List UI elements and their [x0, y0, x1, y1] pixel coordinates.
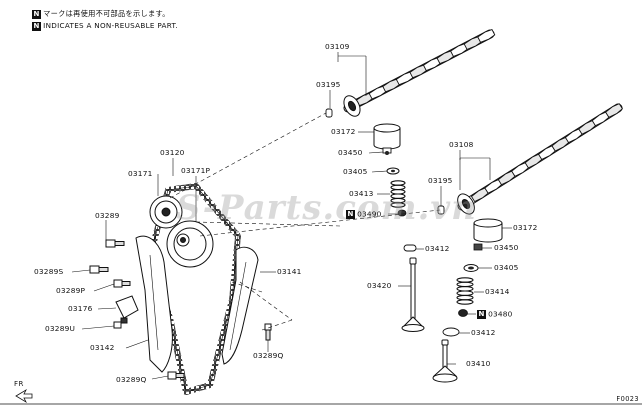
camshaft-03109: [343, 29, 496, 117]
callout-03289[interactable]: 03289: [95, 211, 120, 220]
callout-03171p[interactable]: 03171P: [181, 166, 211, 175]
callout-03413[interactable]: 03413: [349, 189, 374, 198]
bolt-03289: [105, 239, 125, 248]
valve-keeper-03412-b: [442, 327, 460, 337]
front-direction-arrow: [15, 388, 33, 404]
callout-03176[interactable]: 03176: [68, 304, 93, 313]
stem-seal-03450-a: [382, 147, 392, 155]
spring-coil: [390, 180, 406, 186]
bolt-03289u: [113, 321, 122, 329]
spring-coil: [456, 299, 474, 305]
legend-english-text: INDICATES A NON-REUSABLE PART.: [43, 21, 178, 30]
callout-03412-a[interactable]: 03412: [425, 244, 450, 253]
valve-keeper-03412-a: [403, 244, 417, 252]
callout-03405-a[interactable]: 03405: [343, 167, 368, 176]
camshaft-03108: [457, 103, 623, 215]
chain-tensioner-03176: [115, 295, 139, 324]
spring-coil: [456, 294, 474, 301]
cam-lobe: [605, 103, 623, 118]
bolt-03289q-b: [167, 371, 185, 380]
assembly-dashed-lines: [169, 112, 441, 331]
valve-03420: [401, 257, 425, 332]
callout-03410[interactable]: 03410: [466, 359, 491, 368]
bolt-03289q-a: [264, 323, 272, 341]
non-reusable-badge: N: [32, 9, 42, 19]
non-reusable-badge: N: [477, 310, 487, 319]
callout-03420[interactable]: 03420: [367, 281, 392, 290]
callout-03412-b[interactable]: 03412: [471, 328, 496, 337]
callout-03171[interactable]: 03171: [128, 169, 153, 178]
cam-phaser-03171p: [166, 220, 214, 268]
callout-03195-a[interactable]: 03195: [316, 80, 341, 89]
callout-03172-b[interactable]: 03172: [513, 223, 538, 232]
valve-lifter-03172-b: [473, 218, 503, 243]
callout-03405-b[interactable]: 03405: [494, 263, 519, 272]
watermark: S-Parts.com.vn: [176, 188, 477, 228]
seat-03490: [397, 209, 407, 217]
tensioner-arm-03141: [221, 246, 259, 365]
callout-03289q-b[interactable]: 03289Q: [116, 375, 147, 384]
callout-03480-text: 03480: [488, 309, 513, 319]
spring-coil: [456, 281, 474, 288]
non-reusable-badge: N: [346, 210, 356, 219]
callout-03289u[interactable]: 03289U: [45, 324, 76, 333]
leader-lines: [71, 52, 512, 380]
spring-coil: [456, 277, 474, 283]
non-reusable-badge: N: [32, 21, 42, 31]
callout-03289s[interactable]: 03289S: [34, 267, 64, 276]
cam-lobe: [477, 29, 496, 43]
callout-03450-a[interactable]: 03450: [338, 148, 363, 157]
callout-03289q-a[interactable]: 03289Q: [253, 351, 284, 360]
chain-guide-03142: [135, 235, 173, 373]
valve-spring-03414: [456, 277, 474, 305]
front-label: FR: [14, 380, 24, 388]
valve-lifter-03172-a: [373, 123, 401, 150]
callout-03490-text: 03490: [357, 209, 382, 219]
callout-03289p[interactable]: 03289P: [56, 286, 86, 295]
valve-03410: [432, 339, 458, 383]
cam-sprocket-03171: [149, 195, 183, 229]
valve-spring-03413: [390, 180, 406, 208]
spring-coil: [456, 286, 474, 292]
spring-coil: [456, 290, 474, 296]
callout-03450-b[interactable]: 03450: [494, 243, 519, 252]
bolt-03289p: [113, 279, 131, 288]
callout-03108[interactable]: 03108: [449, 140, 474, 149]
callout-03120[interactable]: 03120: [160, 148, 185, 157]
spring-retainer-03405-b: [463, 264, 479, 272]
callout-03142[interactable]: 03142: [90, 343, 115, 352]
seat-03480: [458, 309, 468, 317]
callout-03172-a[interactable]: 03172: [331, 127, 356, 136]
callout-03141[interactable]: 03141: [277, 267, 302, 276]
callout-03109[interactable]: 03109: [325, 42, 350, 51]
spring-retainer-03405-a: [386, 167, 400, 175]
callout-03195-b[interactable]: 03195: [428, 176, 453, 185]
dowel-pin-03195-a: [325, 108, 333, 118]
bolt-03289s: [89, 265, 109, 274]
stem-seal-03450-b: [473, 243, 483, 251]
callout-03414[interactable]: 03414: [485, 287, 510, 296]
figure-code: F0023: [616, 395, 639, 403]
legend-japanese-text: マークは再使用不可部品を示します。: [43, 9, 170, 18]
spring-coil: [390, 202, 406, 208]
